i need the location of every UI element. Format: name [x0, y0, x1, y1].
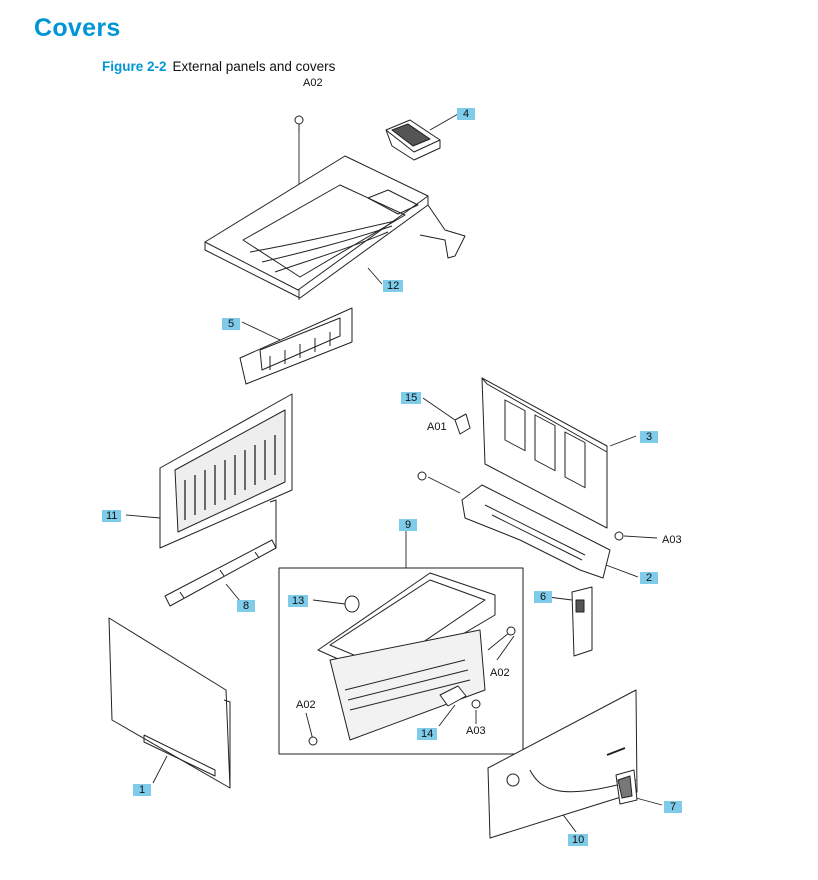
left-panel-part	[481, 377, 608, 529]
screw-ref-a03-inset: A03	[466, 725, 486, 737]
callout-11: 11	[102, 510, 122, 522]
screw-ref-a02-top: A02	[303, 77, 323, 89]
base-frame-part	[461, 484, 611, 579]
screw-ref-a03-right: A03	[662, 534, 682, 546]
leader-lines	[125, 113, 663, 833]
callout-14: 14	[417, 728, 438, 740]
callout-15: 15	[401, 392, 422, 404]
callout-13: 13	[288, 595, 309, 607]
front-cover-part	[487, 689, 638, 839]
callout-8: 8	[237, 600, 255, 612]
screw-ref-a02-inset-right: A02	[490, 667, 510, 679]
callout-2: 2	[640, 572, 658, 584]
callout-5: 5	[222, 318, 240, 330]
figure-caption-text: External panels and covers	[172, 59, 336, 74]
tray-part	[615, 769, 638, 805]
rear-guide-part	[239, 307, 353, 385]
page-title: Covers	[34, 14, 121, 42]
top-cover-part	[204, 155, 466, 299]
screw-ref-a02-inset-left: A02	[296, 699, 316, 711]
callout-4: 4	[457, 108, 475, 120]
callout-6: 6	[534, 591, 552, 603]
control-panel-part	[385, 119, 441, 161]
screws-side-part	[417, 471, 624, 541]
figure-label: Figure 2-2	[102, 59, 167, 74]
bracket-part	[571, 586, 593, 657]
clip-part	[454, 413, 471, 435]
screw-ref-a01: A01	[427, 421, 447, 433]
rear-door-part	[159, 393, 293, 549]
inset-assembly-part	[308, 572, 516, 746]
callout-12: 12	[383, 280, 404, 292]
callout-1: 1	[133, 784, 151, 796]
screw-top-part	[294, 115, 304, 131]
callout-7: 7	[664, 801, 682, 813]
callout-10: 10	[568, 834, 589, 846]
lower-guide-part	[164, 499, 277, 607]
figure-caption: Figure 2-2 External panels and covers	[102, 59, 335, 74]
inset-box	[278, 567, 524, 755]
side-panel-part	[108, 617, 231, 789]
callout-3: 3	[640, 431, 658, 443]
callout-9: 9	[399, 519, 417, 531]
